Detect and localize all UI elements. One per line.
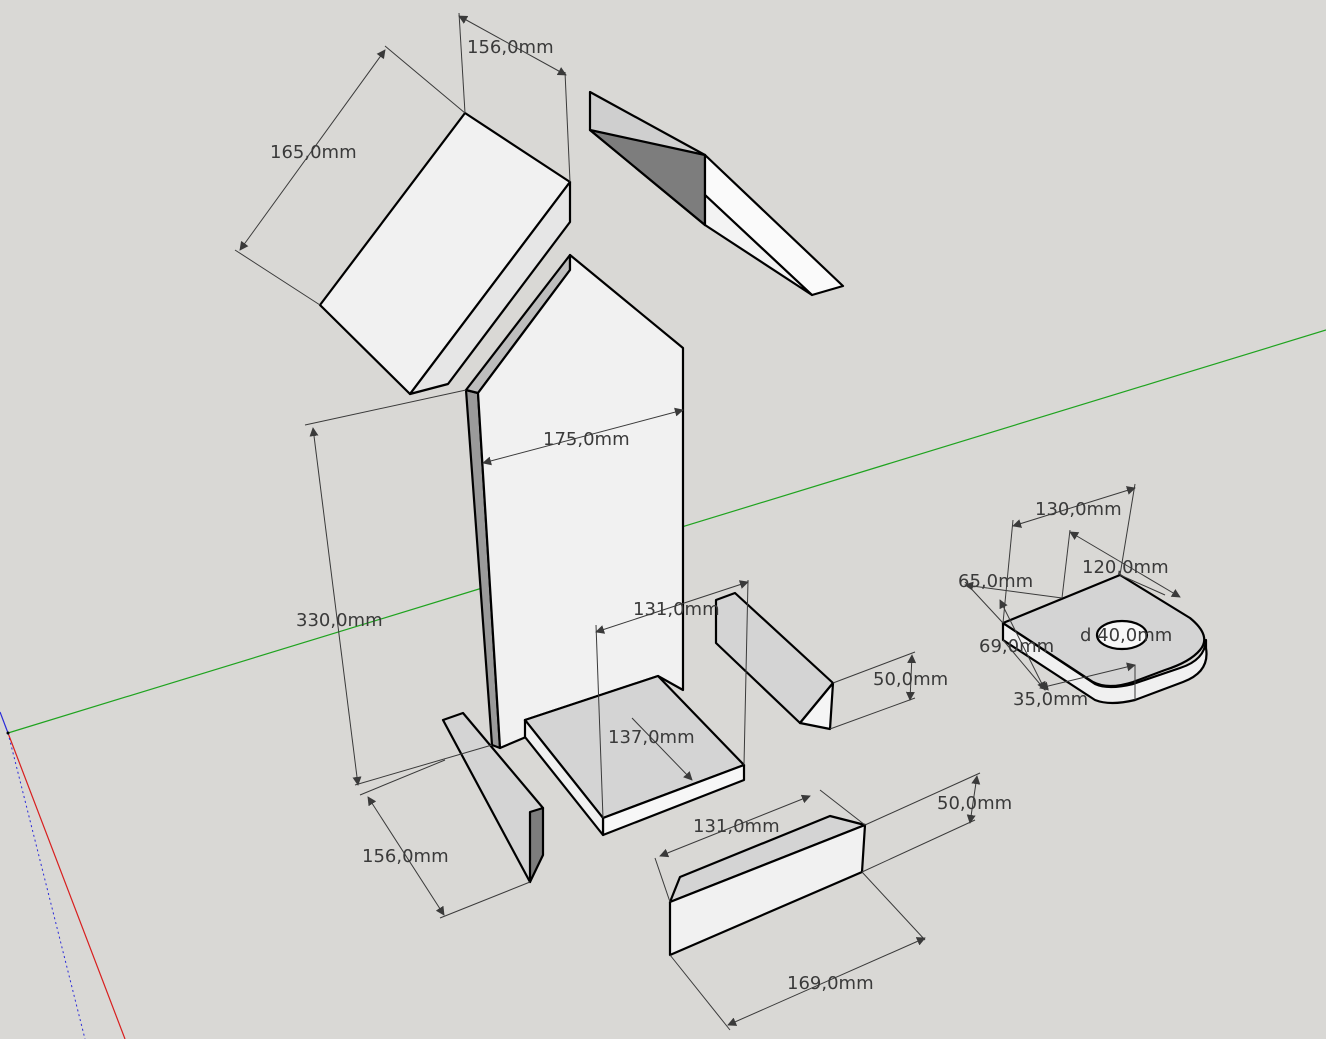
dim-line-330 — [309, 427, 362, 786]
dim-line-137 — [631, 717, 693, 781]
dim-roof-depth[interactable]: 156,0mm — [467, 37, 554, 58]
dim-line-169 — [727, 937, 926, 1026]
dim-lower-front-length[interactable]: 169,0mm — [787, 973, 874, 994]
dim-plate-depth[interactable]: 120,0mm — [1082, 557, 1169, 578]
dim-line-131-bottom — [659, 794, 811, 858]
floor-plate[interactable] — [523, 674, 746, 837]
dim-line-50-right — [905, 654, 917, 701]
dim-lower-front-width[interactable]: 131,0mm — [693, 816, 780, 837]
extension-lines — [234, 12, 1166, 1031]
dim-floor-width[interactable]: 131,0mm — [633, 599, 720, 620]
axis-origin-icon — [6, 731, 10, 735]
dim-plate-offset[interactable]: 65,0mm — [958, 571, 1033, 592]
dim-line-120 — [1069, 531, 1181, 598]
dimension-labels: 165,0mm 156,0mm 175,0mm 330,0mm 156,0mm … — [270, 37, 1172, 994]
dim-front-height[interactable]: 330,0mm — [296, 610, 383, 631]
dim-plate-width[interactable]: 130,0mm — [1035, 499, 1122, 520]
red-axis — [7, 732, 126, 1039]
dim-line-165 — [239, 49, 386, 251]
right-block-end — [798, 681, 835, 731]
right-side-block[interactable] — [714, 591, 835, 731]
blue-axis — [0, 711, 9, 734]
dim-side-block-height[interactable]: 50,0mm — [873, 669, 948, 690]
dim-line-50-bottom — [966, 775, 981, 824]
roof-right-underside — [588, 128, 707, 227]
dim-line-65 — [964, 581, 1063, 599]
dim-line-35 — [1039, 662, 1136, 691]
plate-hole — [1095, 619, 1149, 651]
roof-left-end-face — [408, 180, 572, 396]
left-side-block[interactable] — [441, 711, 545, 884]
roof-right-top-face-2 — [703, 193, 814, 297]
dim-line-175 — [482, 407, 684, 466]
front-panel-face — [476, 253, 685, 750]
dim-plate-height[interactable]: 69,0mm — [979, 636, 1054, 657]
dim-plate-hole[interactable]: d 40,0mm — [1080, 625, 1172, 646]
dim-plate-hole-offset[interactable]: 35,0mm — [1013, 689, 1088, 710]
dim-lower-front-height[interactable]: 50,0mm — [937, 793, 1012, 814]
dim-line-156-bottom — [367, 796, 445, 916]
left-block-end — [528, 806, 545, 884]
dim-base-length[interactable]: 156,0mm — [362, 846, 449, 867]
dimension-lines — [239, 15, 1181, 1026]
front-panel[interactable] — [464, 253, 685, 750]
dim-line-69 — [999, 599, 1046, 691]
blue-axis-dotted — [7, 732, 86, 1039]
dim-line-156-top — [458, 15, 567, 76]
roof-panel-right[interactable] — [588, 90, 845, 297]
dim-line-130 — [1012, 486, 1136, 528]
dim-front-width[interactable]: 175,0mm — [543, 429, 630, 450]
dim-roof-width[interactable]: 165,0mm — [270, 142, 357, 163]
dim-floor-depth[interactable]: 137,0mm — [608, 727, 695, 748]
dim-line-131-top — [595, 580, 749, 634]
floor-left-face — [523, 718, 605, 837]
